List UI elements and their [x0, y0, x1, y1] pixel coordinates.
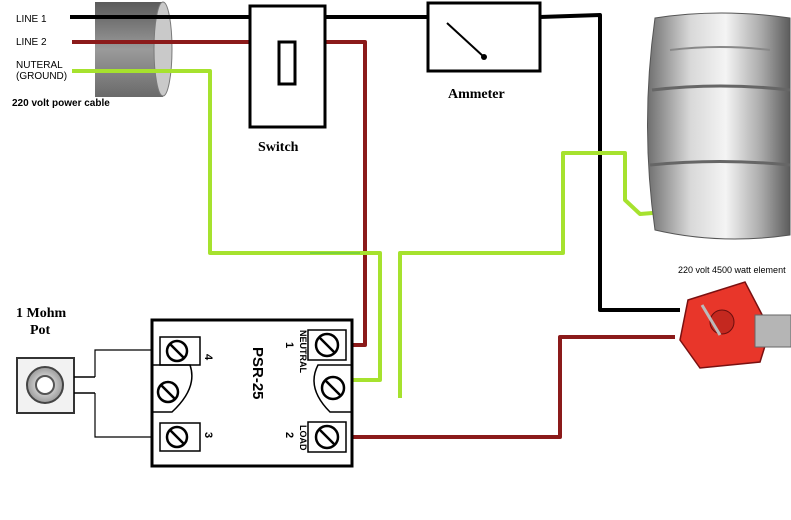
ssr-label-1: 1 [283, 342, 295, 348]
label-switch: Switch [258, 140, 299, 155]
potentiometer: 1 Mohm Pot [16, 306, 165, 438]
switch-toggle [277, 40, 297, 86]
ssr-terminal-4 [159, 336, 201, 366]
ssr-mount-hole-right [313, 364, 352, 413]
keg-body [647, 12, 791, 240]
label-power-cable: 220 volt power cable [12, 98, 110, 109]
label-ground: (GROUND) [16, 71, 67, 82]
pot-wire-3 [94, 393, 165, 438]
wire-neutral [72, 69, 666, 398]
ssr-terminal-2 [307, 421, 347, 453]
pot-wire-4 [94, 349, 165, 377]
ammeter-needle [446, 22, 485, 58]
pot-knob-center [35, 375, 55, 395]
keg-handle [669, 46, 771, 51]
label-neutral: NUTERAL [16, 60, 63, 71]
ssr-relay: 4 3 PSR-25 NEUTRAL 1 LOAD 2 [150, 318, 354, 468]
ammeter-pivot [481, 54, 487, 60]
ssr-terminal-1 [307, 329, 347, 361]
ssr-label-neutral: NEUTRAL [298, 330, 308, 373]
ssr-label-load: LOAD [298, 425, 308, 451]
ssr-label-3: 3 [202, 432, 214, 438]
ssr-terminal-3 [159, 422, 201, 452]
element-terminal-screw [700, 304, 722, 336]
ammeter-box [426, 1, 542, 73]
keg [647, 12, 791, 240]
ssr-mount-hole [152, 364, 193, 413]
heating-element: 220 volt 4500 watt element [678, 265, 791, 369]
ammeter: Ammeter [426, 1, 542, 102]
ssr-label-4: 4 [202, 354, 214, 361]
label-line1: LINE 1 [16, 14, 47, 25]
ssr-label-2: 2 [283, 432, 295, 438]
label-pot-value: 1 Mohm [16, 306, 67, 321]
label-element: 220 volt 4500 watt element [678, 265, 786, 275]
label-pot: Pot [30, 323, 51, 338]
ssr-model: PSR-25 [249, 347, 266, 400]
wire-line1 [70, 13, 680, 312]
label-line2: LINE 2 [16, 37, 47, 48]
element-flange [754, 314, 791, 348]
label-ammeter: Ammeter [448, 87, 505, 102]
keg-ring-upper [651, 84, 791, 92]
switch: Switch [248, 4, 327, 155]
keg-ring-lower [649, 160, 791, 167]
